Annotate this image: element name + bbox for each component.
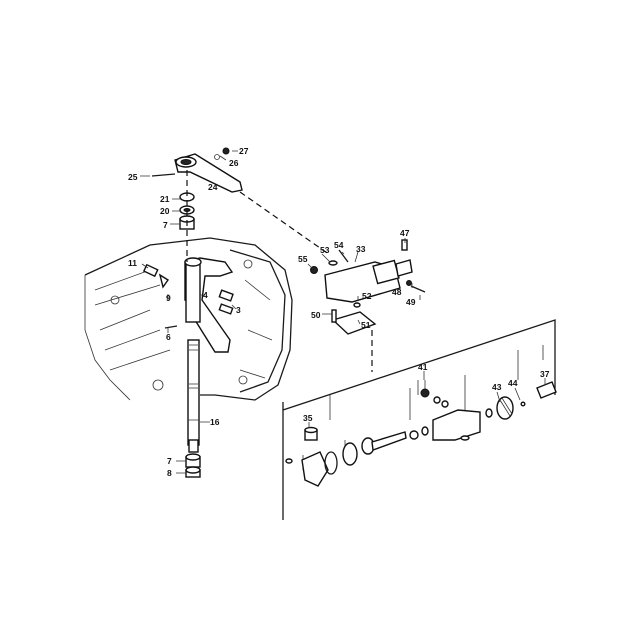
callout-48: 48 — [392, 287, 402, 297]
callout-37: 37 — [540, 369, 550, 379]
callout-7-bottom: 7 — [167, 456, 172, 466]
callout-25: 25 — [128, 172, 138, 182]
callout-55: 55 — [298, 254, 308, 264]
lever-arm — [151, 147, 243, 193]
callout-49: 49 — [406, 297, 416, 307]
callout-53: 53 — [320, 245, 330, 255]
callout-3: 3 — [236, 305, 241, 315]
callout-26: 26 — [229, 158, 239, 168]
callout-8: 8 — [167, 468, 172, 478]
callout-33: 33 — [356, 244, 366, 254]
callout-6: 6 — [166, 332, 171, 342]
callout-54: 54 — [334, 240, 344, 250]
shaft — [187, 339, 200, 453]
callout-44: 44 — [508, 378, 518, 388]
callout-41: 41 — [418, 362, 428, 372]
callout-24: 24 — [208, 182, 218, 192]
callout-9: 9 — [166, 293, 171, 303]
callout-51: 51 — [361, 320, 371, 330]
callout-11: 11 — [128, 258, 137, 268]
selector-fork — [184, 257, 234, 353]
callout-35: 35 — [303, 413, 313, 423]
callout-47: 47 — [400, 228, 410, 238]
callout-27: 27 — [239, 146, 249, 156]
callout-52: 52 — [362, 291, 372, 301]
gearbox-housing — [84, 237, 293, 401]
callout-labels: 27 26 25 24 21 20 7 11 9 4 3 6 16 7 8 47… — [128, 146, 550, 478]
callout-21: 21 — [160, 194, 170, 204]
detail-box — [282, 319, 556, 520]
slave-cylinder — [310, 239, 426, 335]
callout-16: 16 — [210, 417, 220, 427]
callout-50: 50 — [311, 310, 321, 320]
callout-7-top: 7 — [163, 220, 168, 230]
callout-4: 4 — [203, 290, 208, 300]
callout-20: 20 — [160, 206, 170, 216]
callout-43: 43 — [492, 382, 502, 392]
cylinder-components — [285, 381, 557, 487]
